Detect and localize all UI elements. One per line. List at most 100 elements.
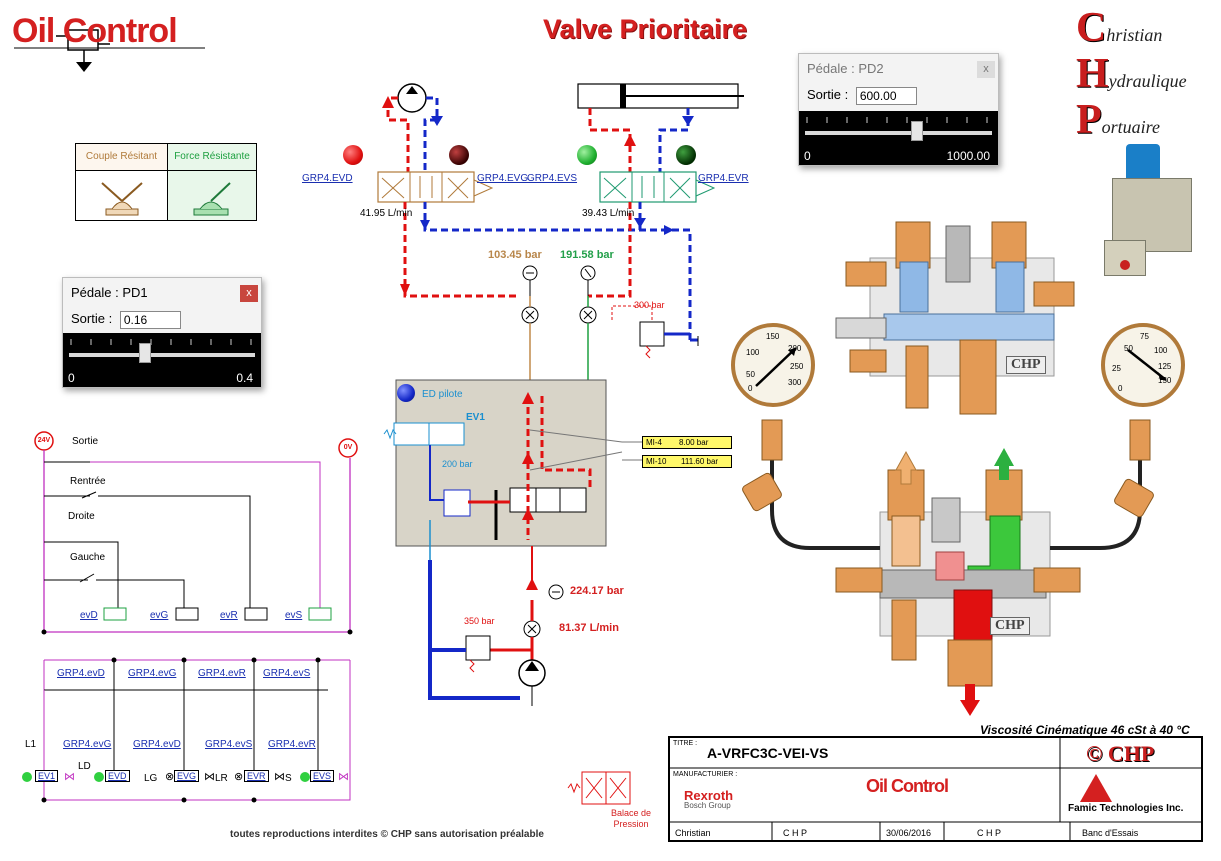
valve-evr-x-icon: ⋈ [274, 771, 285, 783]
label-gauche: Gauche [70, 552, 106, 563]
label-lg: LG [144, 773, 158, 784]
link-grp4-evg-2[interactable]: GRP4.evG [63, 739, 112, 750]
pd1-slider[interactable]: 0 0.4 [63, 333, 261, 387]
flow-left: 41.95 L/min [360, 208, 413, 219]
tb-bench: Banc d'Essais [1082, 828, 1139, 838]
link-grp4-evr-contact[interactable]: GRP4.evR [198, 668, 246, 679]
electric-circuit [34, 431, 358, 803]
link-grp4-evd[interactable]: GRP4.EVD [302, 173, 353, 184]
title-block-frame [668, 736, 1203, 842]
pd1-max: 0.4 [236, 371, 253, 385]
footer-copyright: toutes reproductions interdites © CHP sa… [230, 829, 544, 840]
logo-oil-control: Oil Control [12, 12, 178, 50]
lamp-evs-icon [577, 145, 597, 165]
link-coil-evr[interactable]: evR [220, 610, 238, 621]
tb-date: 30/06/2016 [886, 828, 932, 838]
directional-valve-right-icon [599, 171, 716, 203]
manuf-label: MANUFACTURIER : [673, 771, 738, 778]
relief-350-label: 350 bar [464, 616, 495, 626]
label-lr: LR [215, 773, 228, 784]
legend-force-label: Force Résistante [168, 144, 256, 171]
lamp-ev1-icon [22, 772, 32, 782]
valve-illustration-top [835, 221, 1075, 415]
label-l1: L1 [25, 739, 37, 750]
link-grp4-evs[interactable]: GRP4.EVS [527, 173, 578, 184]
valve-evr[interactable]: EVR [244, 770, 269, 782]
valve-illustration-bottom [835, 448, 1081, 716]
lamp-evd-icon [343, 145, 363, 165]
pedal-pd2-panel: Pédale : PD2 x Sortie : 600.00 0 1000.00 [798, 53, 999, 166]
link-grp4-evg-contact[interactable]: GRP4.evG [128, 668, 177, 679]
pressure-left: 103.45 bar [488, 249, 542, 261]
pd2-slider[interactable]: 0 1000.00 [799, 111, 998, 165]
chp-logo: Christian Hydraulique Portuaire [1076, 5, 1187, 143]
product-valve-image [1098, 140, 1192, 290]
hydraulic-circuit [377, 83, 744, 805]
valve-evs[interactable]: EVS [310, 770, 335, 782]
tb-org2: C H P [977, 828, 1002, 838]
valve-evs-x-icon: ⋈ [338, 771, 349, 783]
relief-300-label: 300 bar [634, 300, 665, 310]
ed-pilote-lamp-icon [397, 384, 415, 402]
link-grp4-evs-2[interactable]: GRP4.evS [205, 739, 253, 750]
flow-right: 39.43 L/min [582, 208, 635, 219]
pd2-sortie-label: Sortie : [807, 87, 849, 102]
titre-value: A-VRFC3C-VEI-VS [707, 745, 829, 761]
pd2-max: 1000.00 [946, 149, 990, 163]
link-grp4-evs-contact[interactable]: GRP4.evS [263, 668, 311, 679]
valve-ev1[interactable]: EV1 [35, 770, 59, 782]
lamp-evg-icon [449, 145, 469, 165]
viscosity-note: Viscosité Cinématique 46 cSt à 40 °C [980, 723, 1190, 737]
valve-evg[interactable]: EVG [174, 770, 200, 782]
tb-author: Christian [675, 828, 711, 838]
link-grp4-evd-2[interactable]: GRP4.evD [133, 739, 181, 750]
famic-label: Famic Technologies Inc. [1068, 803, 1184, 814]
copyright-chp: © CHP [1086, 741, 1155, 766]
pd1-slider-thumb[interactable] [139, 343, 152, 363]
pd1-sortie-input[interactable]: 0.16 [119, 310, 181, 329]
solenoid-row: EV1 ⋈ EVD ⊗ EVG ⋈ ⊗ EVR ⋈ EVS ⋈ [22, 770, 362, 786]
pd2-slider-thumb[interactable] [911, 121, 924, 141]
link-grp4-evr[interactable]: GRP4.EVR [698, 173, 749, 184]
titre-label: TITRE : [673, 740, 698, 747]
label-rentree: Rentrée [70, 476, 106, 487]
link-grp4-evr-2[interactable]: GRP4.evR [268, 739, 316, 750]
label-sortie: Sortie [72, 436, 99, 447]
chp-watermark-bottom: CHP [990, 617, 1030, 635]
pedal-pd1-panel: Pédale : PD1 x Sortie : 0.16 0 0.4 [62, 277, 262, 388]
lamp-lr-icon: ⊗ [234, 771, 244, 783]
label-s: S [285, 773, 292, 784]
link-grp4-evd-contact[interactable]: GRP4.evD [57, 668, 105, 679]
ed-pilote-label: ED pilote [422, 389, 463, 400]
gauge-right: 25 50 75 100 125 150 0 [1100, 322, 1186, 422]
legend-box: Couple Résitant Force Résistante [75, 143, 257, 221]
directional-valve-left-icon [377, 171, 494, 203]
link-coil-evs[interactable]: evS [285, 610, 303, 621]
pd2-sortie-input[interactable]: 600.00 [855, 86, 917, 105]
label-droite: Droite [68, 511, 95, 522]
flow-pump: 81.37 L/min [559, 622, 619, 634]
link-coil-evd[interactable]: evD [80, 610, 98, 621]
lamp-evs-small-icon [300, 772, 310, 782]
valve-evg-x-icon: ⋈ [204, 771, 215, 783]
pd1-min: 0 [68, 371, 75, 385]
lamp-evr-icon [676, 145, 696, 165]
priority-valve-block [395, 379, 607, 547]
manuf-value: Rexroth [684, 788, 734, 803]
tb-org: C H P [783, 828, 808, 838]
link-coil-evg[interactable]: evG [150, 610, 169, 621]
manuf-sub: Bosch Group [684, 801, 731, 810]
lamp-evd-small-icon [94, 772, 104, 782]
gauge-left: 50 100 150 200 250 300 0 [730, 322, 816, 422]
valve-evd[interactable]: EVD [105, 770, 130, 782]
legend-couple-label: Couple Résitant [76, 144, 168, 171]
valve-ev1-x-icon: ⋈ [64, 771, 75, 783]
link-grp4-evg[interactable]: GRP4.EVG [477, 173, 529, 184]
pd1-close-button[interactable]: x [240, 285, 258, 302]
pd2-min: 0 [804, 149, 811, 163]
pd2-close-button[interactable]: x [977, 61, 995, 78]
relief-200-label: 200 bar [442, 459, 473, 469]
supply-0v: 0V [343, 444, 353, 451]
